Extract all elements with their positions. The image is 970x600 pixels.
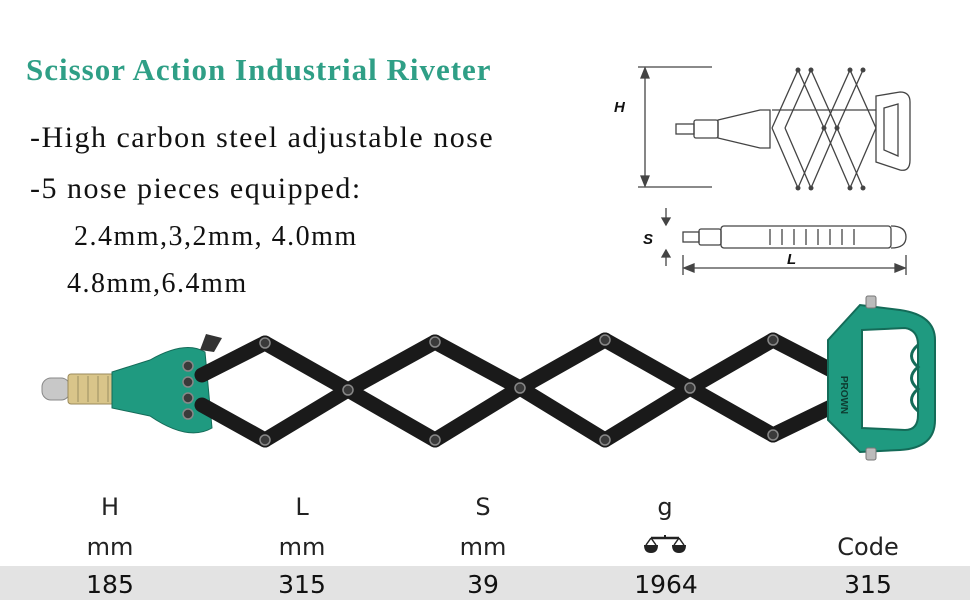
spec-value-weight: 1964 — [634, 570, 698, 599]
spec-header-h: H mm — [70, 488, 150, 567]
spec-value-h: 185 — [86, 570, 134, 599]
feature-nose: -High carbon steel adjustable nose — [30, 121, 495, 154]
scale-icon — [644, 534, 686, 553]
spec-header-weight: g — [625, 488, 705, 567]
spec-header-l-unit: mm — [278, 532, 326, 561]
spec-header-h-unit: mm — [86, 532, 134, 561]
spec-header-s-unit: mm — [459, 532, 507, 561]
spec-header-l-label: L — [295, 493, 309, 521]
nose-nut — [67, 373, 115, 405]
spec-value-s: 39 — [467, 570, 499, 599]
spec-header-s-label: S — [475, 493, 491, 521]
spec-header-code-label: Code — [837, 532, 899, 561]
spec-values-bar — [0, 566, 970, 600]
spec-header-s: S mm — [443, 488, 523, 567]
spec-value-l: 315 — [278, 570, 326, 599]
tool-head — [111, 347, 213, 434]
s-dimension-label: S — [643, 231, 653, 248]
h-dimension-label: H — [614, 99, 626, 116]
spec-value-code: 315 — [844, 570, 892, 599]
spec-header-weight-label: g — [657, 493, 673, 521]
spec-header-l: L mm — [262, 488, 342, 567]
spec-header-h-label: H — [100, 493, 120, 521]
brand-mark: PROWN — [838, 376, 849, 414]
spec-header-code: Code — [818, 488, 918, 567]
product-title: Scissor Action Industrial Riveter — [26, 52, 492, 87]
l-dimension-label: L — [787, 251, 796, 268]
spec-header-code-blank — [818, 488, 918, 528]
feature-sizes-1: 2.4mm,3,2mm, 4.0mm — [74, 221, 358, 252]
scissor-linkage — [194, 332, 843, 448]
nose-tip — [41, 377, 71, 401]
feature-sizes-2: 4.8mm,6.4mm — [67, 268, 248, 299]
feature-nose-pieces: -5 nose pieces equipped: — [30, 172, 362, 205]
